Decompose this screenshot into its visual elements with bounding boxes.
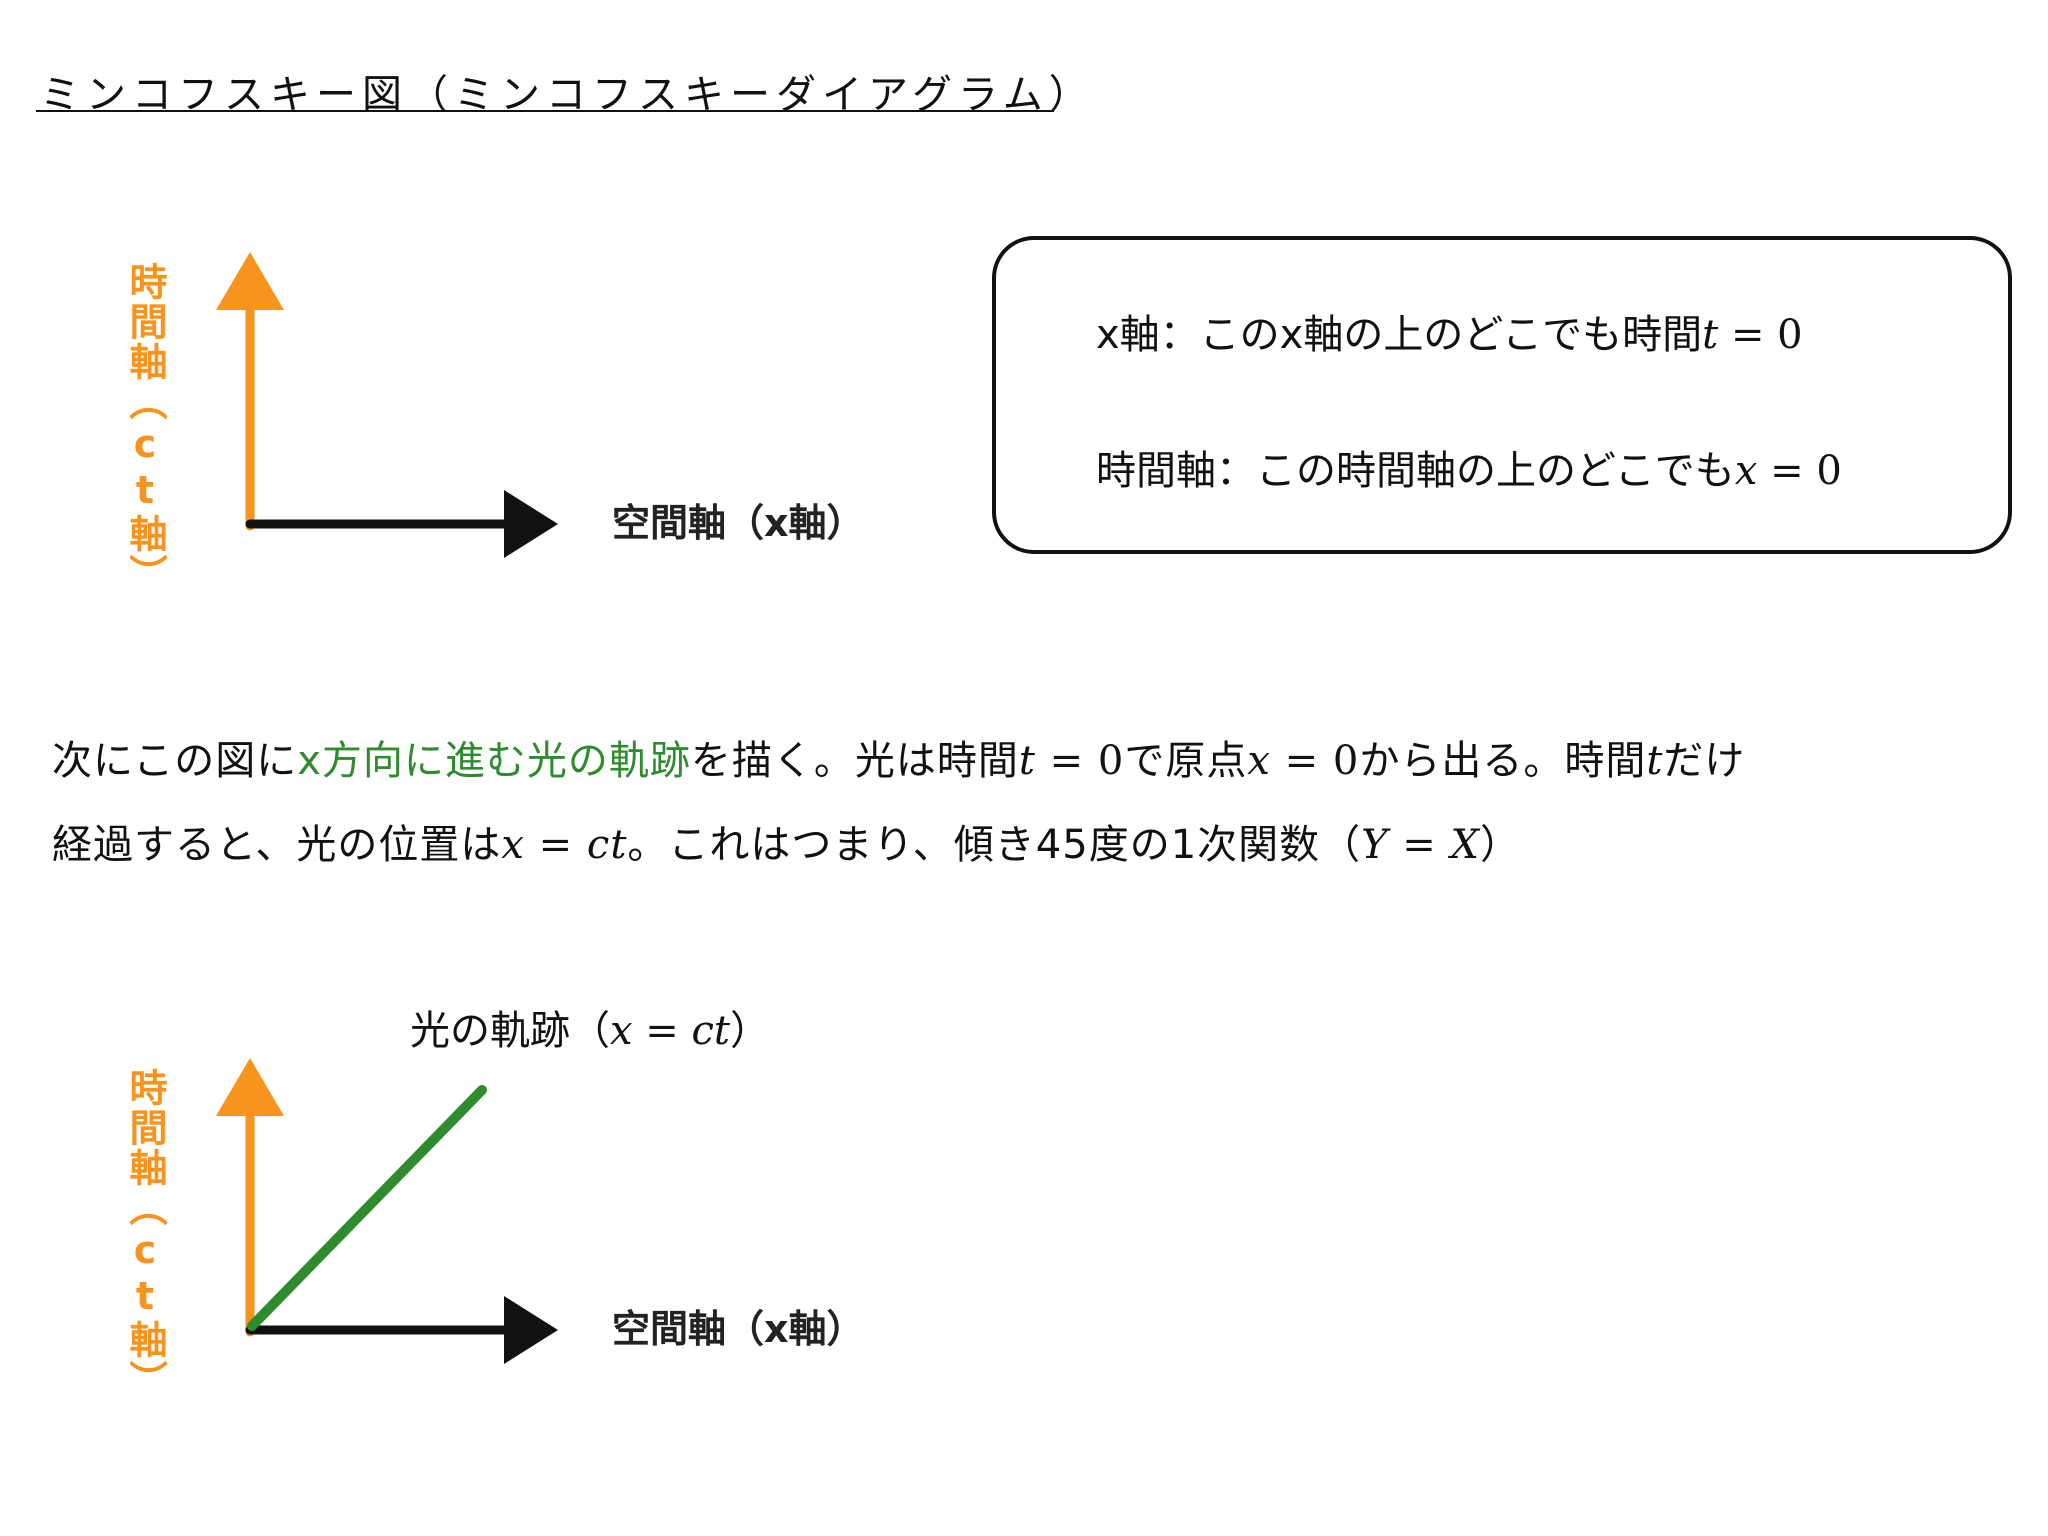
light-path-label: 光の軌跡（x = ct） (410, 1008, 770, 1054)
time-axis-arrowhead-2 (216, 1058, 284, 1116)
info-line-2-var: x (1734, 448, 1758, 494)
title-underline (36, 110, 1054, 112)
info-line-1-eq: = 0 (1718, 312, 1803, 358)
info-line-1-var: t (1702, 312, 1719, 358)
info-box: x軸：このx軸の上のどこでも時間t = 0 時間軸：この時間軸の上のどこでもx … (992, 236, 2012, 554)
info-line-2-text: 時間軸：この時間軸の上のどこでも (1096, 448, 1735, 494)
time-axis-label: 時間軸（ct軸） (123, 262, 167, 594)
highlight-light-path: x方向に進む光の軌跡 (297, 738, 691, 784)
info-line-time-axis: 時間軸：この時間軸の上のどこでもx = 0 (1096, 438, 1842, 496)
paragraph-line-1: 次にこの図にx方向に進む光の軌跡を描く。光は時間t = 0で原点x = 0から出… (52, 738, 1746, 784)
space-axis-arrowhead-2 (504, 1296, 558, 1364)
axes-diagram-1 (216, 252, 558, 558)
info-line-1-text: x軸：このx軸の上のどこでも時間 (1096, 312, 1703, 358)
axes-diagram-2 (216, 1058, 558, 1364)
space-axis-label-2: 空間軸（x軸） (612, 1307, 865, 1351)
time-axis-label-2: 時間軸（ct軸） (123, 1068, 167, 1400)
light-path-line (247, 1085, 487, 1331)
paragraph-line-2: 経過すると、光の位置はx = ct。これはつまり、傾き45度の1次関数（Y = … (52, 822, 1521, 868)
info-line-2-eq: = 0 (1757, 448, 1842, 494)
space-axis-arrowhead (504, 490, 558, 558)
space-axis-label: 空間軸（x軸） (612, 501, 865, 545)
time-axis-arrowhead (216, 252, 284, 310)
info-line-x-axis: x軸：このx軸の上のどこでも時間t = 0 (1096, 302, 1803, 360)
